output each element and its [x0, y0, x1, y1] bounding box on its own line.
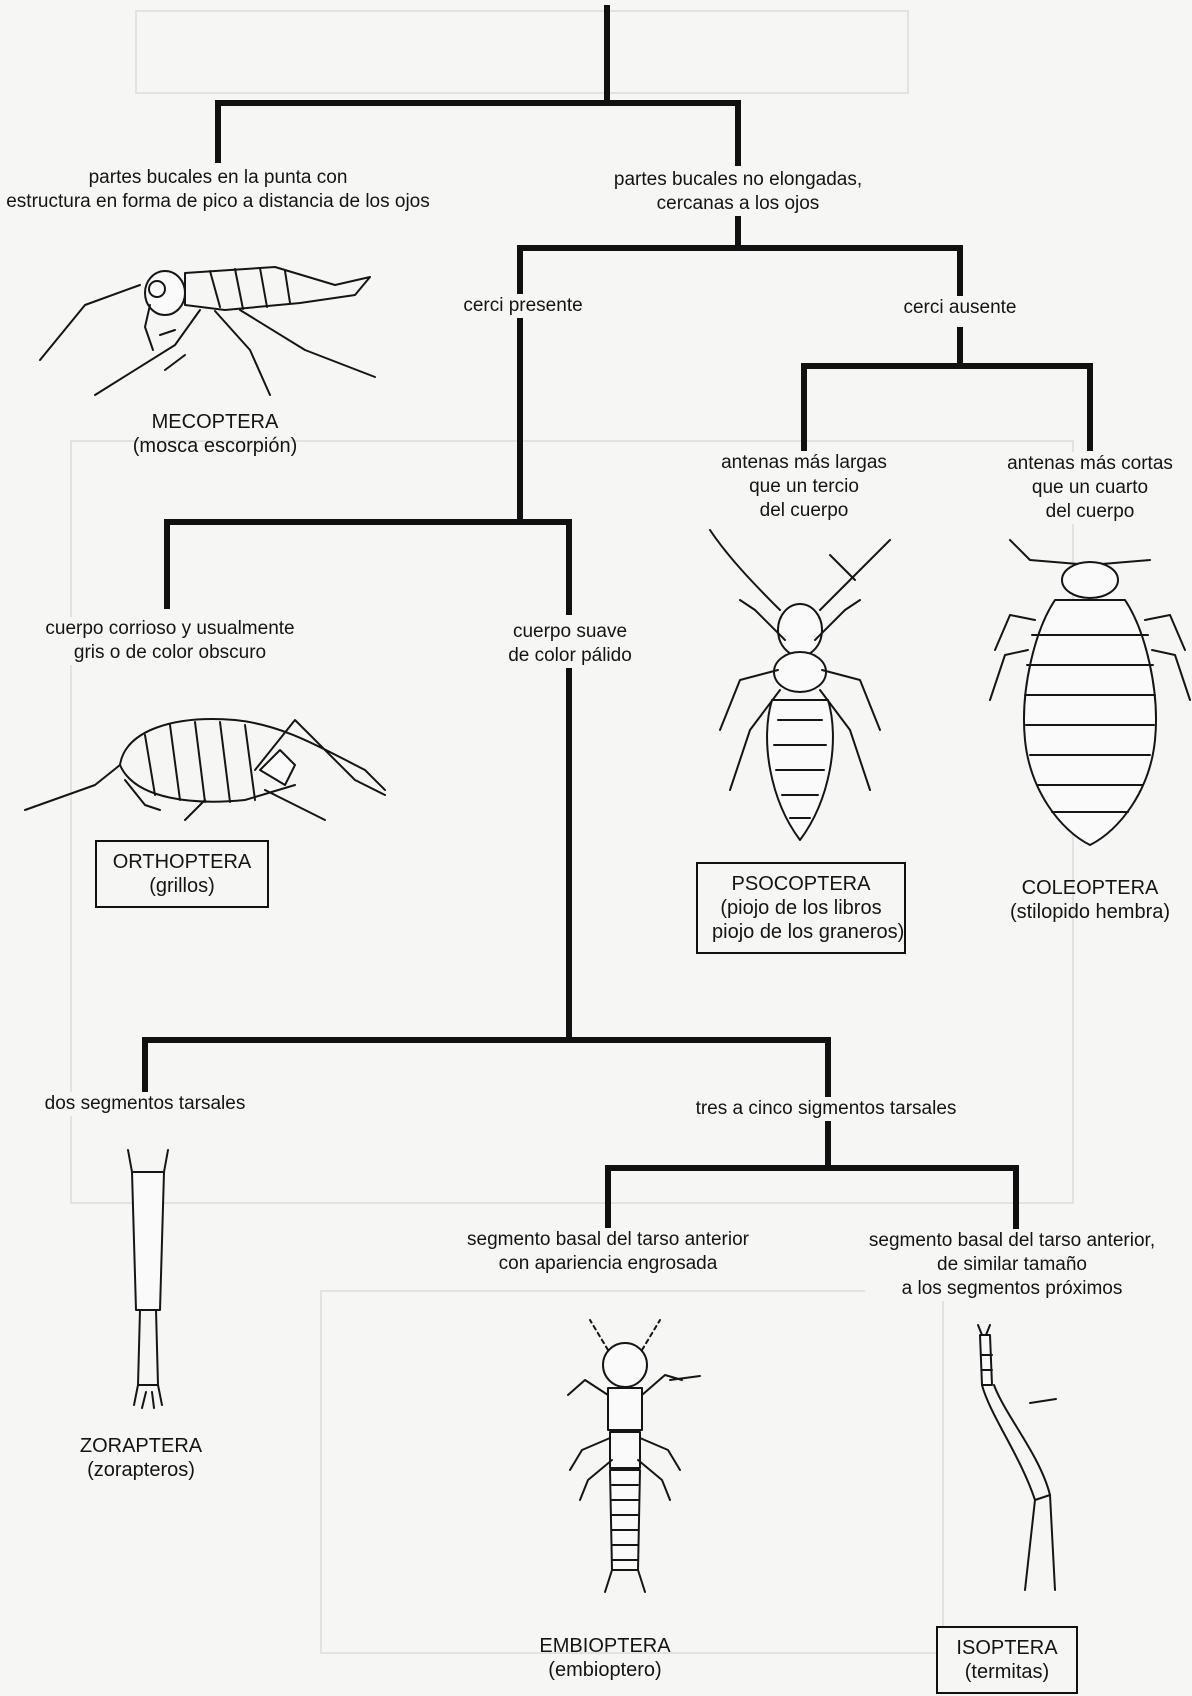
- node-dos-segmentos: dos segmentos tarsales: [41, 1092, 250, 1116]
- branch-cuerpo: [167, 522, 569, 612]
- taxon-orthoptera: ORTHOPTERA (grillos): [95, 840, 269, 908]
- node-tres-cinco: tres a cinco sigmentos tarsales: [692, 1097, 961, 1121]
- termite-leg-illustration: [970, 1325, 1090, 1595]
- branch-antenas: [804, 366, 1090, 448]
- zorapteran-leg-illustration: [118, 1150, 178, 1410]
- branch-cerci: [520, 248, 960, 294]
- branch-basal: [608, 1168, 1016, 1226]
- webspinner-illustration: [550, 1320, 700, 1600]
- stylopid-female-illustration: [990, 540, 1190, 850]
- branch-root: [218, 103, 738, 163]
- booklouse-illustration: [700, 530, 900, 850]
- node-basal-similar: segmento basal del tarso anterior,de sim…: [865, 1229, 1159, 1301]
- branch-tarsales: [145, 1040, 828, 1096]
- taxon-isoptera: ISOPTERA (termitas): [936, 1626, 1078, 1694]
- taxon-coleoptera: COLEOPTERA (stilopido hembra): [1010, 876, 1170, 924]
- taxon-embioptera: EMBIOPTERA (embioptero): [539, 1634, 670, 1682]
- taxon-zoraptera: ZORAPTERA (zorapteros): [80, 1434, 202, 1482]
- taxon-mecoptera: MECOPTERA (mosca escorpión): [133, 410, 298, 458]
- cricket-illustration: [25, 710, 405, 830]
- node-cerci-presente: cerci presente: [459, 294, 586, 318]
- taxon-psocoptera: PSOCOPTERA (piojo de los libros piojo de…: [696, 862, 906, 954]
- node-partes-bucales-no-elongadas: partes bucales no elongadas,cercanas a l…: [610, 168, 866, 216]
- node-cerci-ausente: cerci ausente: [899, 296, 1020, 320]
- scorpionfly-illustration: [35, 255, 415, 395]
